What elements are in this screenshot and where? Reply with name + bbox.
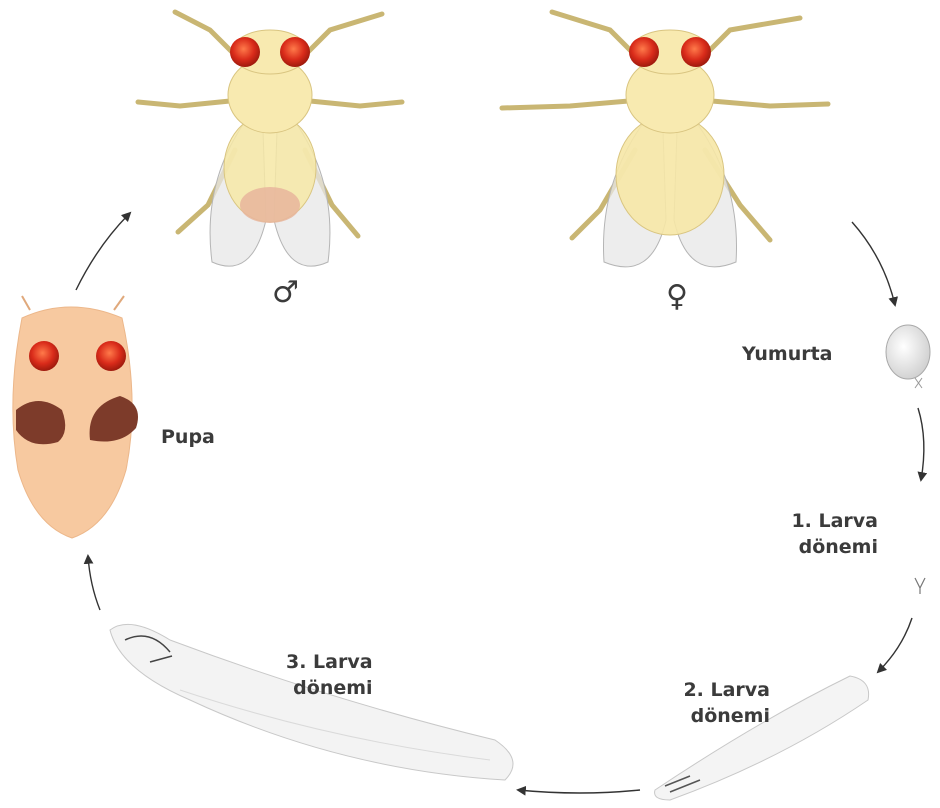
male-fly	[138, 12, 402, 266]
larva-3	[110, 624, 513, 780]
label-larva-2-line2: dönemi	[683, 703, 770, 729]
arrow-pupa-to-male	[76, 213, 130, 290]
arrow-larva1-to-larva2	[878, 618, 912, 672]
label-larva-1: 1. Larva dönemi	[791, 508, 878, 560]
label-larva-2-line1: 2. Larva	[683, 677, 770, 703]
arrow-egg-to-larva1	[918, 408, 924, 480]
label-egg: Yumurta	[742, 341, 833, 367]
label-larva-1-line1: 1. Larva	[791, 508, 878, 534]
egg	[886, 325, 930, 388]
pupa-wing-pad-left	[16, 401, 65, 444]
male-symbol: ♂	[272, 278, 299, 308]
label-larva-2: 2. Larva dönemi	[683, 677, 770, 729]
label-pupa: Pupa	[161, 424, 215, 450]
female-symbol: ♀	[666, 282, 688, 312]
pupa-eye-left	[29, 341, 59, 371]
female-fly	[502, 12, 828, 267]
label-larva-1-line2: dönemi	[791, 534, 878, 560]
male-abdomen-tip	[240, 187, 300, 223]
label-larva-3-line1: 3. Larva	[286, 649, 373, 675]
larva-1	[915, 578, 925, 594]
label-larva-3-line2: dönemi	[286, 675, 373, 701]
male-eye-left	[230, 37, 260, 67]
label-larva-3: 3. Larva dönemi	[286, 649, 373, 701]
arrow-larva3-to-pupa	[88, 556, 100, 610]
female-eye-right	[681, 37, 711, 67]
pupa-eye-right	[96, 341, 126, 371]
male-eye-right	[280, 37, 310, 67]
arrow-larva2-to-larva3	[518, 790, 640, 793]
pupa	[13, 296, 138, 538]
female-eye-left	[629, 37, 659, 67]
arrow-female-to-egg	[852, 222, 895, 305]
